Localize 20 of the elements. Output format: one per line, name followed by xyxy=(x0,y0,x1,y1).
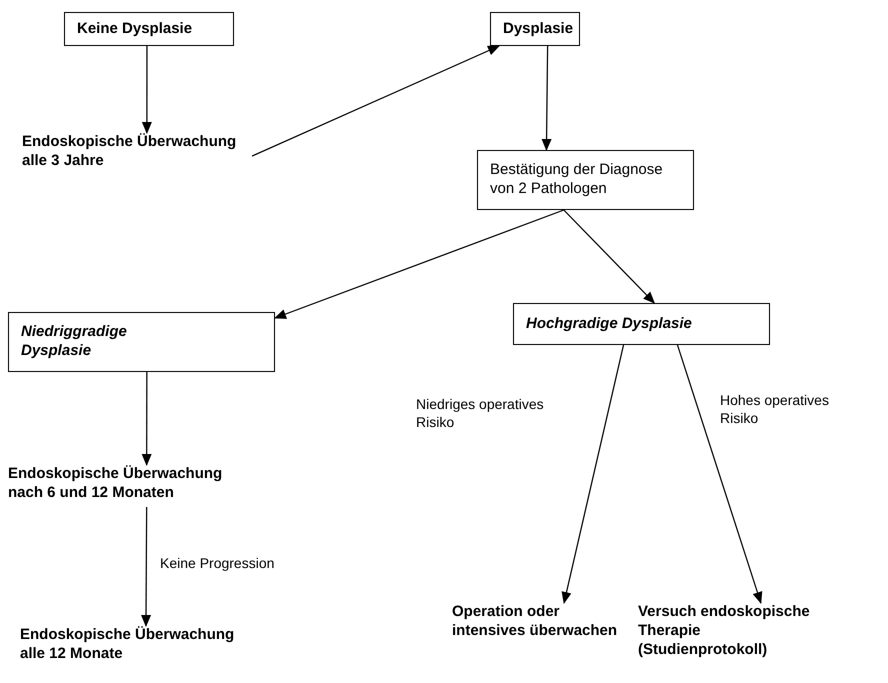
step-text: Endoskopische Überwachung alle 3 Jahre xyxy=(22,133,252,175)
edge-label: Keine Progression xyxy=(160,555,274,572)
arrow xyxy=(563,210,656,304)
arrow xyxy=(141,507,152,627)
step-text: Operation oder intensives überwachen xyxy=(452,603,627,645)
arrow xyxy=(274,209,564,319)
arrow xyxy=(142,46,152,134)
arrow xyxy=(252,45,500,157)
step-text: Endoskopische Überwachung alle 12 Monate xyxy=(20,626,255,668)
arrow xyxy=(142,372,152,466)
process-box: Niedriggradige Dysplasie xyxy=(8,312,275,372)
arrow xyxy=(562,344,624,604)
process-box: Dysplasie xyxy=(490,12,580,46)
arrow xyxy=(542,46,552,151)
process-box: Bestätigung der Diagnose von 2 Pathologen xyxy=(477,150,694,210)
process-box: Keine Dysplasie xyxy=(64,12,234,46)
step-text: Endoskopische Überwachung nach 6 und 12 Monaten xyxy=(8,465,243,507)
step-text: Versuch endoskopische Therapie (Studienprotokoll) xyxy=(638,603,830,663)
process-box: Hochgradige Dysplasie xyxy=(513,303,770,345)
arrow xyxy=(676,344,762,604)
